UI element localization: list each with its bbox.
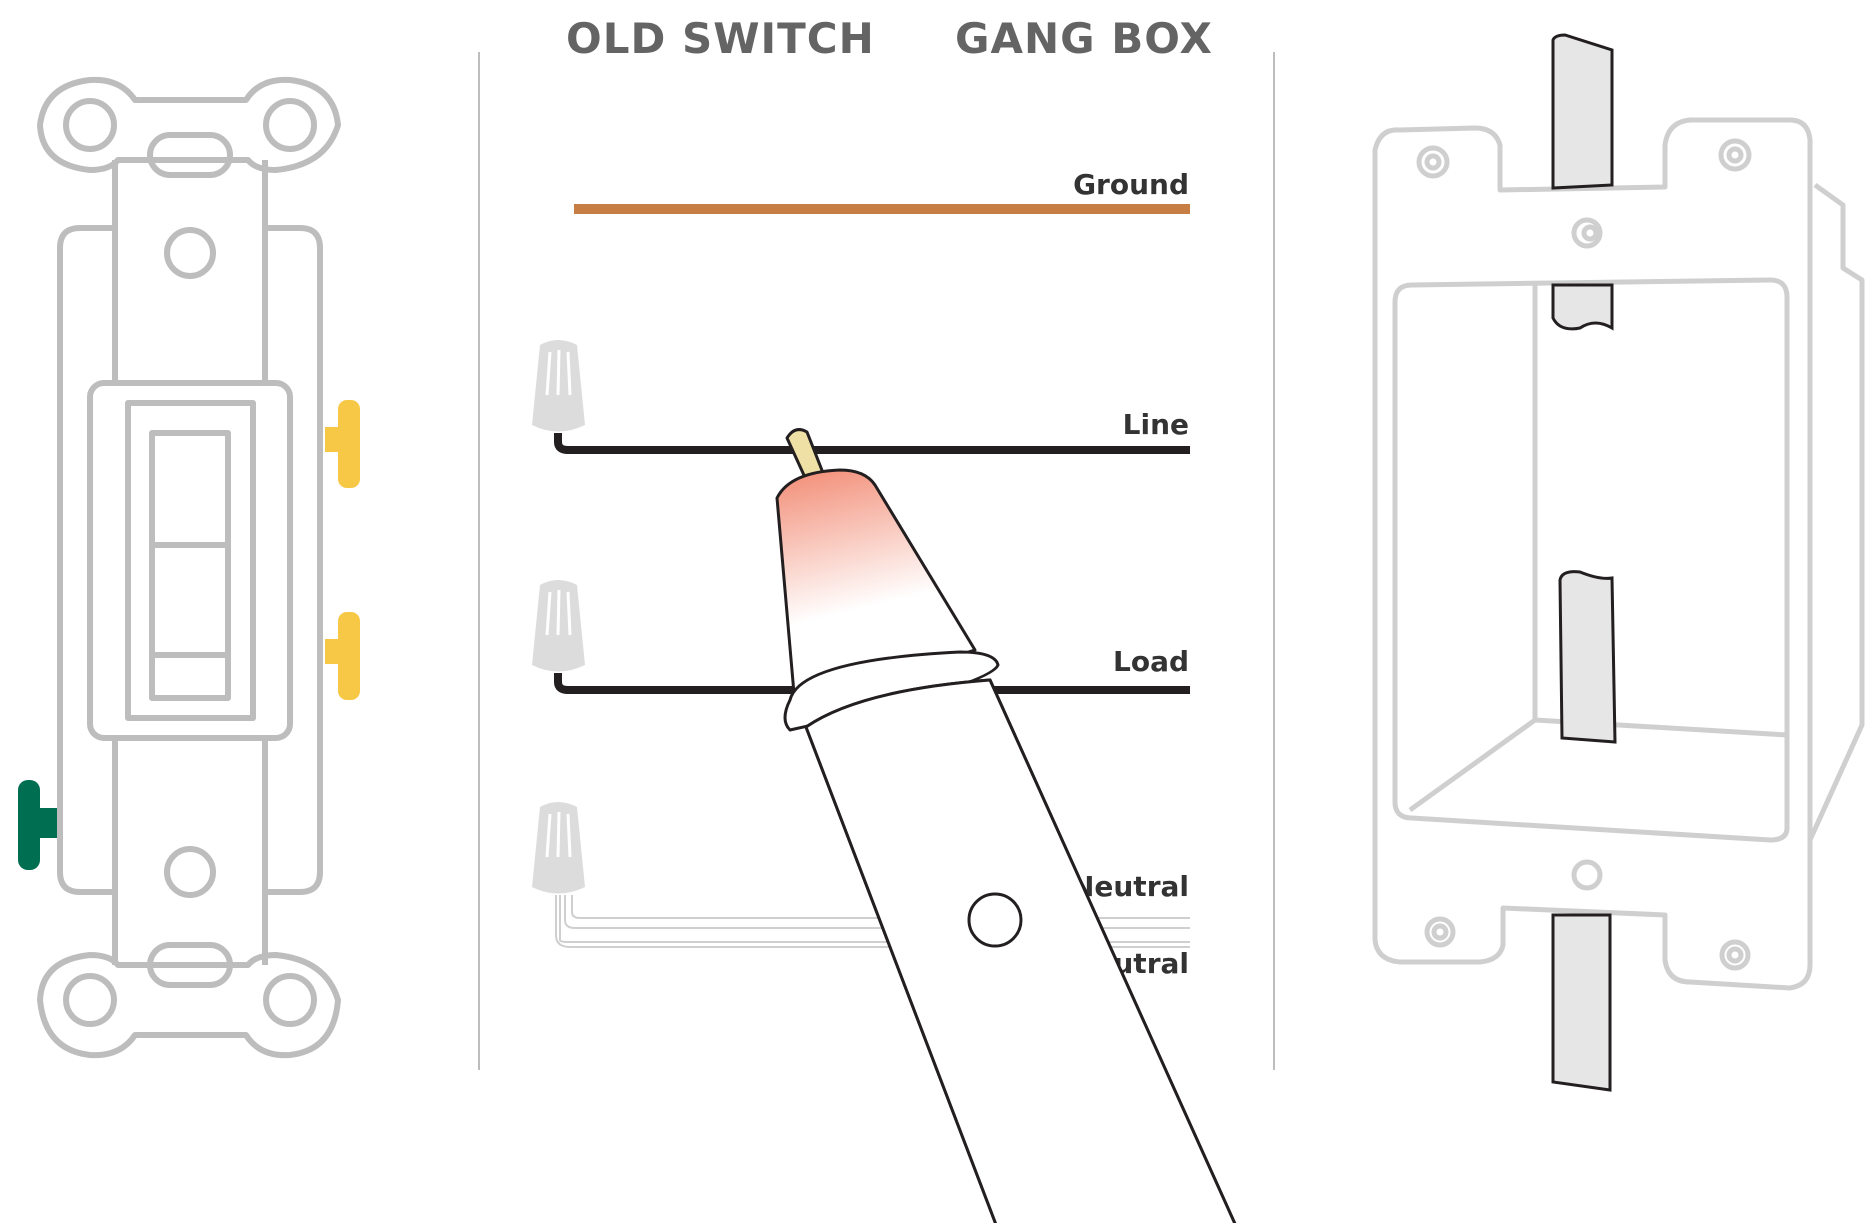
brass-terminal-bottom — [325, 612, 360, 700]
gang-box-heading: GANG BOX — [955, 14, 1213, 63]
ground-terminal — [18, 780, 57, 870]
ground-wire-label: Ground — [1073, 168, 1189, 201]
line-wire-label: Line — [1122, 408, 1189, 441]
old-switch-heading: OLD SWITCH — [566, 14, 875, 63]
brass-terminal-top — [325, 400, 360, 488]
line-wire — [554, 433, 1190, 454]
electrical-box-icon — [1372, 117, 1865, 991]
load-wire-label: Load — [1112, 645, 1189, 678]
neutral-wires — [555, 895, 1190, 948]
light-switch-icon — [37, 76, 341, 1059]
wall-stud — [1551, 33, 1617, 1092]
neutral-wire-label-1: Neutral — [1070, 870, 1189, 903]
load-wire — [554, 673, 1190, 694]
